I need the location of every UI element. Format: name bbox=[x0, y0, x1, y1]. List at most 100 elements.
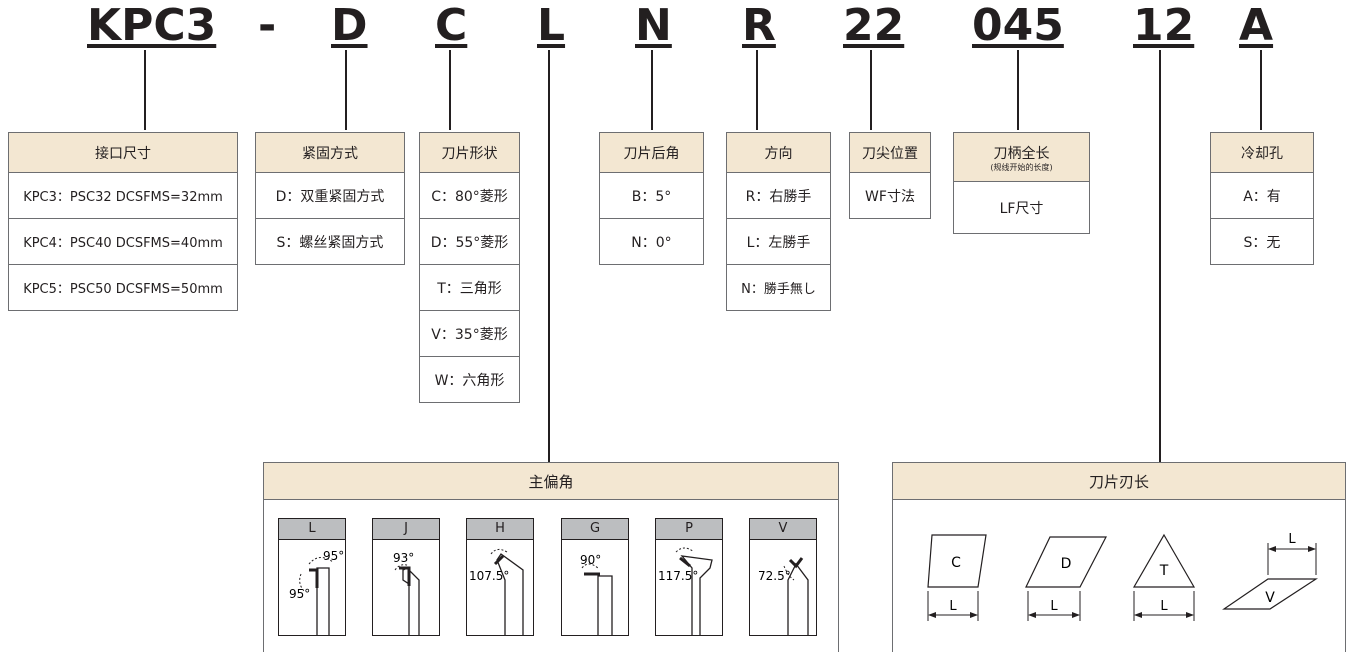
insert-shape-header: 刀片形状 bbox=[420, 133, 519, 173]
angle-label: 107.5° bbox=[469, 569, 509, 583]
card-label: V bbox=[750, 519, 816, 540]
interface-size-row: KPC5：PSC50 DCSFMS=50mm bbox=[23, 282, 223, 297]
card-label: L bbox=[279, 519, 345, 540]
lead-angle-card-j: J 93° bbox=[372, 518, 440, 636]
lead-angle-card-l: L 95° 95° bbox=[278, 518, 346, 636]
dim-label: L bbox=[1288, 532, 1296, 547]
interface-size-header: 接口尺寸 bbox=[9, 133, 237, 173]
connector-l bbox=[548, 50, 550, 462]
dim-label: L bbox=[1160, 599, 1168, 614]
clamping-table: 紧固方式 D：双重紧固方式 S：螺丝紧固方式 bbox=[255, 132, 405, 265]
clamping-header: 紧固方式 bbox=[256, 133, 404, 173]
code-l: L bbox=[537, 0, 566, 51]
insert-shape-row: C：80°菱形 bbox=[420, 173, 519, 219]
card-label: P bbox=[656, 519, 722, 540]
code-a: A bbox=[1239, 0, 1274, 51]
interface-size-row: KPC3：PSC32 DCSFMS=32mm bbox=[9, 173, 237, 219]
insert-d-icon: D L bbox=[1025, 536, 1107, 621]
coolant-table: 冷却孔 A：有 S：无 bbox=[1210, 132, 1314, 265]
holder-g-icon: 90° bbox=[580, 553, 613, 635]
angle-label: 72.5° bbox=[758, 569, 791, 583]
clearance-table: 刀片后角 B：5° N：0° bbox=[599, 132, 704, 265]
insert-shape-row: T：三角形 bbox=[420, 265, 519, 311]
connector-kpc3 bbox=[144, 50, 146, 130]
insert-t-icon: T L bbox=[1132, 533, 1196, 621]
tip-position-row: WF寸法 bbox=[865, 188, 915, 205]
direction-header: 方向 bbox=[727, 133, 830, 173]
code-n: N bbox=[635, 0, 672, 51]
tip-position-header: 刀尖位置 bbox=[850, 133, 930, 173]
clearance-row: N：0° bbox=[631, 234, 672, 251]
code-kpc3: KPC3 bbox=[87, 0, 217, 51]
insert-v-icon: V L bbox=[1222, 532, 1319, 610]
holder-v-icon: 72.5° bbox=[758, 557, 809, 635]
clearance-row: B：5° bbox=[600, 173, 703, 219]
connector-045 bbox=[1017, 50, 1019, 130]
code-c: C bbox=[435, 0, 468, 51]
connector-c bbox=[449, 50, 451, 130]
lead-angle-card-p: P 117.5° bbox=[655, 518, 723, 636]
code-dash: - bbox=[258, 0, 277, 51]
shape-label: C bbox=[951, 555, 961, 571]
card-label: J bbox=[373, 519, 439, 540]
clamping-row: S：螺丝紧固方式 bbox=[276, 234, 384, 251]
lead-angle-card-v: V 72.5° bbox=[749, 518, 817, 636]
clearance-header: 刀片后角 bbox=[600, 133, 703, 173]
clamping-row: D：双重紧固方式 bbox=[256, 173, 404, 219]
code-12: 12 bbox=[1133, 0, 1195, 51]
connector-12 bbox=[1159, 50, 1161, 462]
interface-size-table: 接口尺寸 KPC3：PSC32 DCSFMS=32mm KPC4：PSC40 D… bbox=[8, 132, 238, 311]
tip-position-table: 刀尖位置 WF寸法 bbox=[849, 132, 931, 219]
direction-row: N：勝手無し bbox=[741, 282, 816, 297]
connector-22 bbox=[870, 50, 872, 130]
length-header-title: 刀柄全长 bbox=[993, 145, 1050, 162]
insert-shape-table: 刀片形状 C：80°菱形 D：55°菱形 T：三角形 V：35°菱形 W：六角形 bbox=[419, 132, 520, 403]
length-header: 刀柄全长 (规线开始的长度) bbox=[954, 133, 1089, 182]
angle-label: 95° bbox=[323, 549, 344, 563]
length-header-sub: (规线开始的长度) bbox=[990, 162, 1053, 172]
shape-label: T bbox=[1159, 563, 1169, 579]
lead-angle-header: 主偏角 bbox=[264, 463, 838, 500]
angle-label: 117.5° bbox=[658, 569, 698, 583]
card-label: G bbox=[562, 519, 628, 540]
dim-label: L bbox=[949, 599, 957, 614]
shape-label: V bbox=[1265, 590, 1275, 606]
connector-n bbox=[651, 50, 653, 130]
code-22: 22 bbox=[843, 0, 905, 51]
holder-l-icon: 95° 95° bbox=[289, 549, 344, 635]
connector-d bbox=[345, 50, 347, 130]
code-d: D bbox=[331, 0, 368, 51]
coolant-row: A：有 bbox=[1211, 173, 1313, 219]
direction-row: L：左勝手 bbox=[727, 219, 830, 265]
holder-p-icon: 117.5° bbox=[658, 547, 713, 635]
angle-label: 95° bbox=[289, 587, 310, 601]
interface-size-row: KPC4：PSC40 DCSFMS=40mm bbox=[9, 219, 237, 265]
direction-row: R：右勝手 bbox=[727, 173, 830, 219]
shape-label: D bbox=[1061, 556, 1072, 572]
connector-r bbox=[756, 50, 758, 130]
dim-label: L bbox=[1050, 599, 1058, 614]
holder-h-icon: 107.5° bbox=[469, 548, 524, 635]
coolant-row: S：无 bbox=[1243, 234, 1281, 251]
direction-table: 方向 R：右勝手 L：左勝手 N：勝手無し bbox=[726, 132, 831, 311]
code-045: 045 bbox=[972, 0, 1064, 51]
card-label: H bbox=[467, 519, 533, 540]
length-row: LF尺寸 bbox=[999, 200, 1044, 217]
lead-angle-card-g: G 90° bbox=[561, 518, 629, 636]
insert-shape-row: W：六角形 bbox=[434, 372, 505, 389]
insert-shape-row: V：35°菱形 bbox=[420, 311, 519, 357]
connector-a bbox=[1260, 50, 1262, 130]
edge-length-header: 刀片刃长 bbox=[893, 463, 1345, 500]
insert-edge-length-diagram: C L D L T L V L bbox=[927, 532, 1319, 621]
code-r: R bbox=[742, 0, 776, 51]
edge-length-panel: 刀片刃长 bbox=[892, 462, 1346, 652]
lead-angle-panel: 主偏角 bbox=[263, 462, 839, 652]
length-table: 刀柄全长 (规线开始的长度) LF尺寸 bbox=[953, 132, 1090, 234]
holder-j-icon: 93° bbox=[393, 551, 420, 635]
lead-angle-card-h: H 107.5° bbox=[466, 518, 534, 636]
angle-label: 90° bbox=[580, 553, 601, 567]
coolant-header: 冷却孔 bbox=[1211, 133, 1313, 173]
angle-label: 93° bbox=[393, 551, 414, 565]
insert-c-icon: C L bbox=[927, 534, 987, 621]
insert-shape-row: D：55°菱形 bbox=[420, 219, 519, 265]
